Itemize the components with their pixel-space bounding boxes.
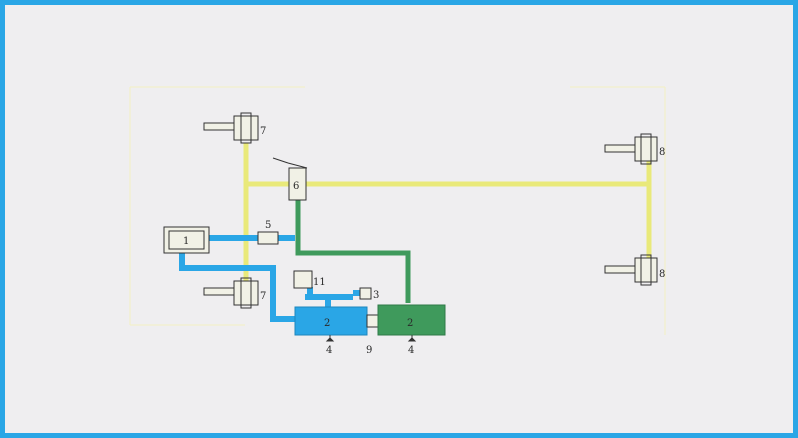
label-2-left: 2 [324, 318, 330, 329]
green-pipe [295, 199, 411, 303]
component-1 [163, 226, 210, 254]
faint-guide-lines [129, 86, 666, 335]
yellow-pipe-network [243, 142, 652, 293]
blue-pipe-network [179, 235, 360, 322]
air-tank-green [377, 304, 446, 336]
label-1: 1 [183, 236, 189, 247]
label-8-bottom: 8 [659, 269, 665, 280]
label-5: 5 [265, 220, 271, 231]
drain-valve-right [407, 335, 417, 342]
label-4-left: 4 [326, 345, 332, 356]
label-9: 9 [366, 345, 372, 356]
wheel-unit-rear-left [203, 277, 259, 309]
label-3: 3 [373, 290, 379, 301]
label-7-top: 7 [260, 126, 266, 137]
wheel-unit-front-right [604, 133, 658, 165]
component-11 [293, 270, 313, 289]
air-tank-blue [294, 306, 368, 336]
drain-valve-left [325, 335, 335, 342]
label-11: 11 [313, 277, 326, 288]
wheel-unit-rear-right [604, 254, 658, 286]
connector-9 [366, 314, 379, 328]
label-6: 6 [293, 181, 299, 192]
wheel-unit-front-left [203, 112, 259, 144]
label-8-top: 8 [659, 147, 665, 158]
component-6 [272, 157, 308, 201]
label-4-right: 4 [408, 345, 414, 356]
label-7-bottom: 7 [260, 291, 266, 302]
component-5 [257, 231, 279, 245]
component-3 [359, 287, 372, 300]
brake-system-diagram: 1 2 2 3 4 4 5 6 7 7 8 8 9 11 [129, 86, 666, 356]
label-2-right: 2 [407, 318, 413, 329]
